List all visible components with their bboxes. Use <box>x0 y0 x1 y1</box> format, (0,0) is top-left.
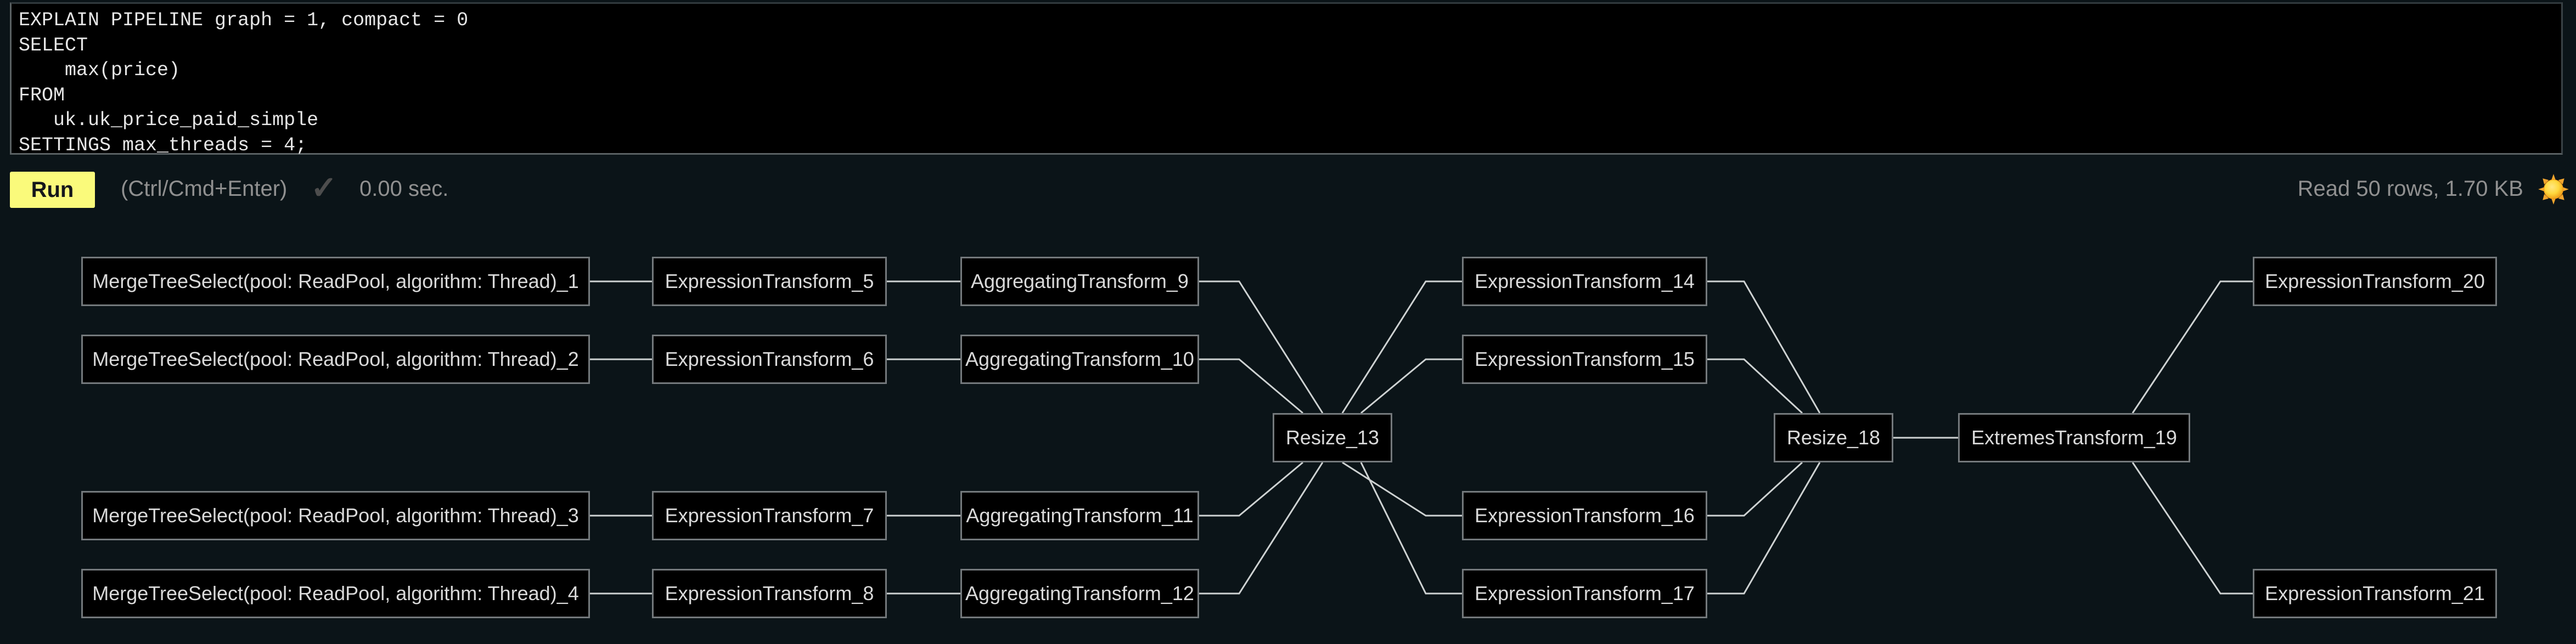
pipeline-edge-at9-r13 <box>1199 280 1324 414</box>
pipeline-node-at10: AggregatingTransform_10 <box>960 335 1199 384</box>
pipeline-edge-r13-et17 <box>1360 462 1462 595</box>
pipeline-node-et8: ExpressionTransform_8 <box>652 569 887 618</box>
pipeline-node-et20: ExpressionTransform_20 <box>2253 257 2497 306</box>
shortcut-hint: (Ctrl/Cmd+Enter) <box>121 177 288 201</box>
pipeline-node-mts3: MergeTreeSelect(pool: ReadPool, algorith… <box>81 491 590 540</box>
pipeline-edge-at11-r13 <box>1199 461 1303 517</box>
pipeline-node-mts2: MergeTreeSelect(pool: ReadPool, algorith… <box>81 335 590 384</box>
pipeline-node-r13: Resize_13 <box>1273 413 1392 462</box>
pipeline-node-et14: ExpressionTransform_14 <box>1462 257 1707 306</box>
pipeline-node-et15: ExpressionTransform_15 <box>1462 335 1707 384</box>
run-button[interactable]: Run <box>10 172 95 208</box>
read-stats: Read 50 rows, 1.70 KB <box>2297 177 2523 201</box>
query-text[interactable]: EXPLAIN PIPELINE graph = 1, compact = 0 … <box>19 9 469 156</box>
pipeline-node-mts1: MergeTreeSelect(pool: ReadPool, algorith… <box>81 257 590 306</box>
pipeline-edge-et15-r18 <box>1707 358 1803 414</box>
pipeline-node-et17: ExpressionTransform_17 <box>1462 569 1707 618</box>
pipeline-edge-et16-r18 <box>1707 461 1803 517</box>
pipeline-node-et7: ExpressionTransform_7 <box>652 491 887 540</box>
pipeline-node-et19: ExtremesTransform_19 <box>1958 413 2190 462</box>
pipeline-edge-r13-et15 <box>1360 358 1462 414</box>
theme-toggle-sun-icon[interactable] <box>2538 173 2569 205</box>
pipeline-edge-et19-et20 <box>2131 280 2253 414</box>
pipeline-edge-r13-et14 <box>1341 280 1462 414</box>
pipeline-node-at11: AggregatingTransform_11 <box>960 491 1199 540</box>
pipeline-node-et6: ExpressionTransform_6 <box>652 335 887 384</box>
pipeline-edge-at10-r13 <box>1199 358 1303 414</box>
pipeline-edge-et14-r18 <box>1707 280 1821 414</box>
pipeline-node-at12: AggregatingTransform_12 <box>960 569 1199 618</box>
pipeline-edge-at12-r13 <box>1199 462 1324 595</box>
pipeline-edge-r13-et16 <box>1342 461 1462 517</box>
pipeline-edge-et19-et21 <box>2131 462 2253 595</box>
pipeline-node-mts4: MergeTreeSelect(pool: ReadPool, algorith… <box>81 569 590 618</box>
query-editor[interactable]: EXPLAIN PIPELINE graph = 1, compact = 0 … <box>10 2 2563 156</box>
success-check-icon: ✓ <box>311 170 338 206</box>
pipeline-node-et16: ExpressionTransform_16 <box>1462 491 1707 540</box>
pipeline-edge-et17-r18 <box>1707 462 1821 595</box>
elapsed-time: 0.00 sec. <box>359 177 449 201</box>
pipeline-node-r18: Resize_18 <box>1774 413 1893 462</box>
pipeline-node-et21: ExpressionTransform_21 <box>2253 569 2497 618</box>
pipeline-node-at9: AggregatingTransform_9 <box>960 257 1199 306</box>
pipeline-node-et5: ExpressionTransform_5 <box>652 257 887 306</box>
